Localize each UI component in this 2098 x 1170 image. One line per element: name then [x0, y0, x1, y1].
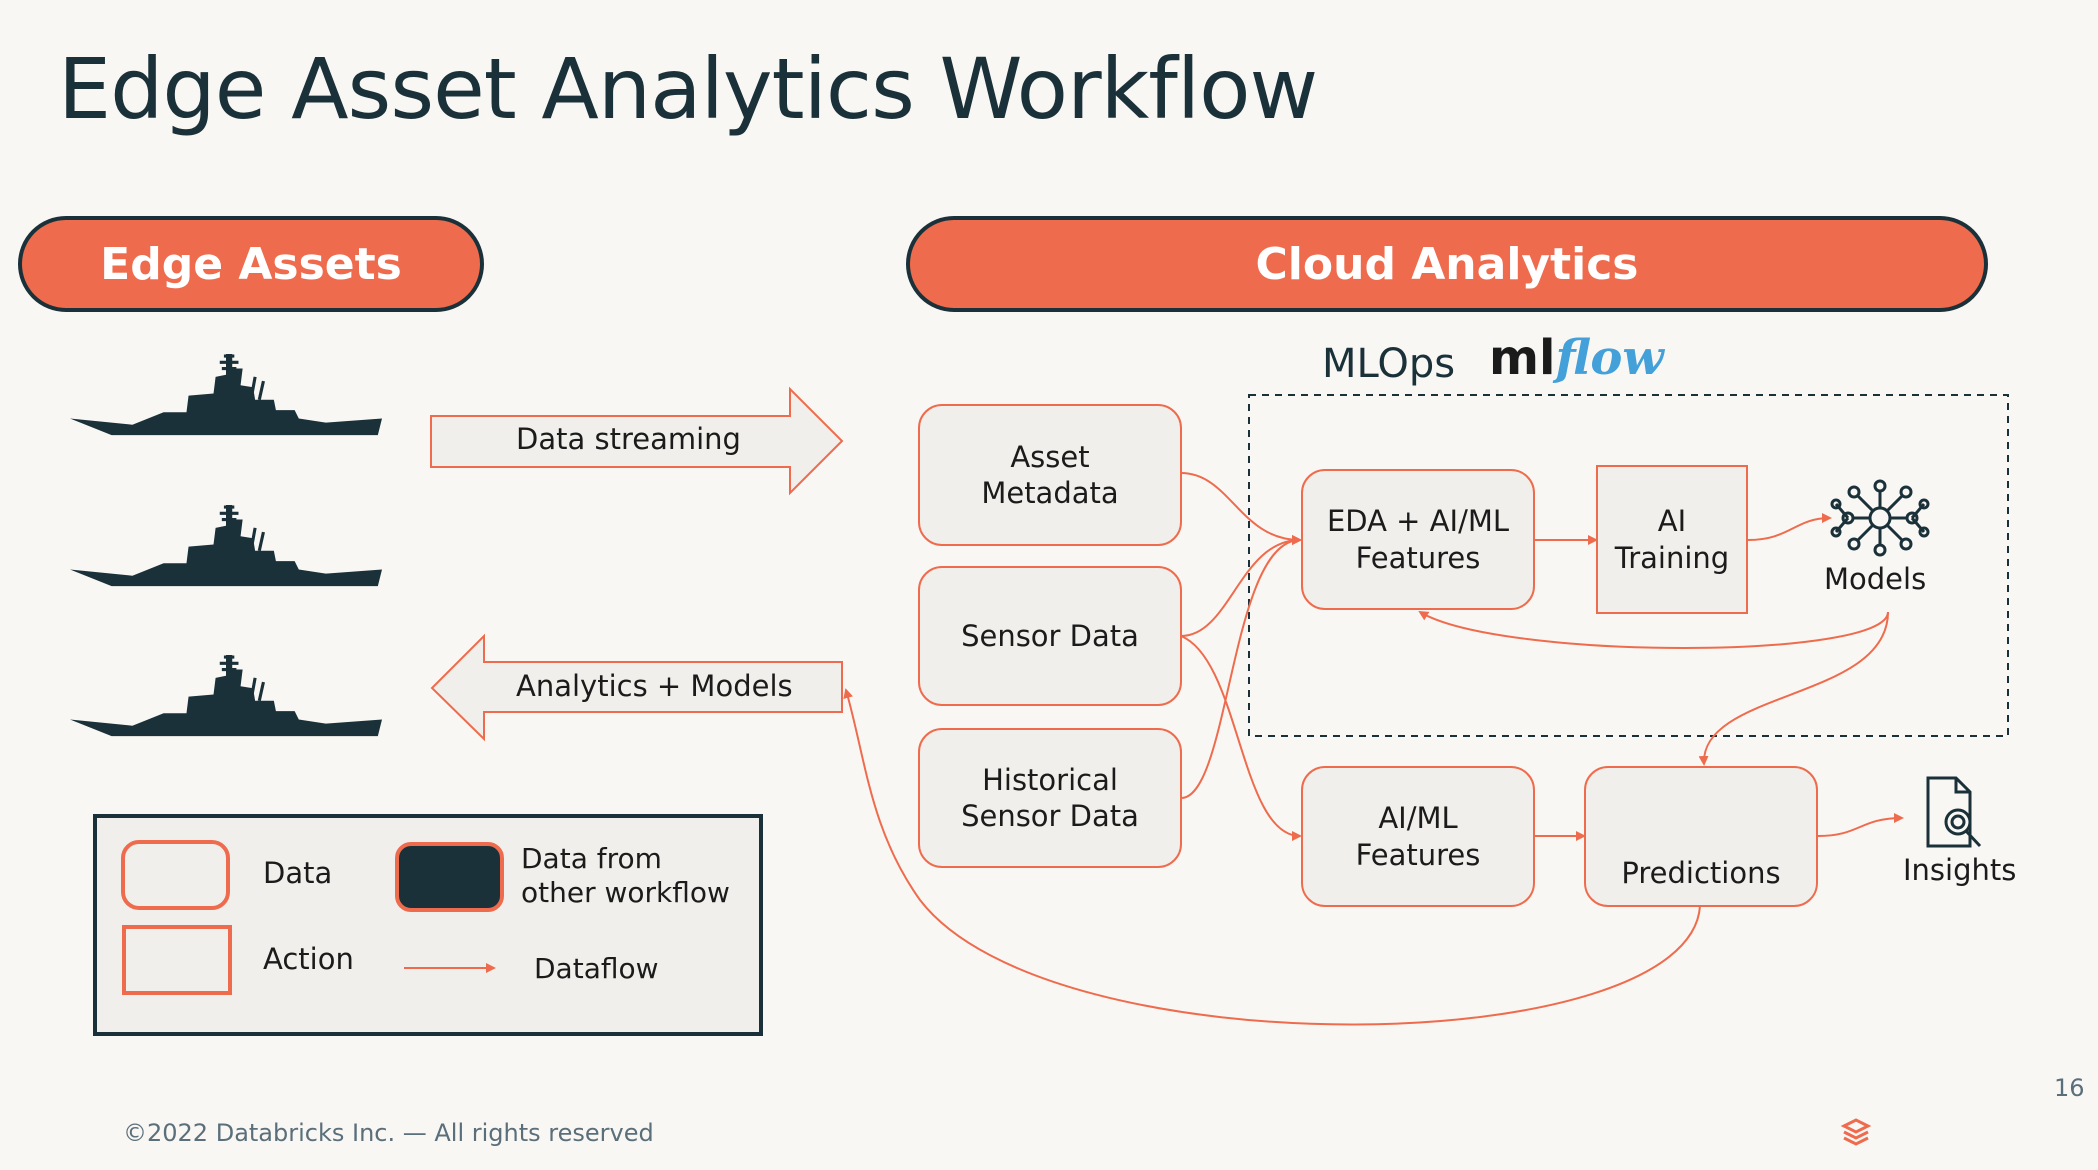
- mlflow-logo-flow: flow: [1555, 330, 1664, 386]
- flow-training-to-models: [1747, 513, 1832, 541]
- legend-dataflow-label: Dataflow: [534, 952, 659, 985]
- insights-document-icon: [1926, 776, 1982, 848]
- ship-icon-3: [68, 653, 384, 738]
- edge-assets-header: Edge Assets: [18, 216, 484, 312]
- historical-sensor-data-box: Historical Sensor Data: [918, 728, 1182, 868]
- ship-icon-2: [68, 503, 384, 588]
- predictions-box: Predictions: [1584, 766, 1818, 907]
- ship-icon-1: [68, 352, 384, 437]
- legend-action-swatch: [122, 925, 232, 995]
- models-label: Models: [1824, 562, 1927, 596]
- mlflow-logo-ml: ml: [1489, 330, 1556, 386]
- flow-metadata-to-eda: [1180, 472, 1302, 545]
- flow-historical-to-eda: [1180, 535, 1302, 799]
- ai-training-box: AI Training: [1596, 465, 1748, 614]
- asset-metadata-box: Asset Metadata: [918, 404, 1182, 546]
- analytics-models-label: Analytics + Models: [516, 669, 793, 703]
- legend-data-label: Data: [263, 856, 333, 890]
- legend-other-label: Data from other workflow: [521, 842, 730, 909]
- flow-sensor-to-eda: [1180, 535, 1302, 637]
- page-number: 16: [2054, 1074, 2085, 1102]
- flow-models-to-predictions: [1698, 611, 1889, 766]
- mlflow-logo: mlflow: [1489, 330, 1664, 386]
- cloud-analytics-header: Cloud Analytics: [906, 216, 1988, 312]
- legend-data-swatch: [121, 840, 230, 910]
- page-title: Edge Asset Analytics Workflow: [58, 40, 1318, 138]
- flow-models-to-eda: [1418, 610, 1889, 649]
- copyright-footer: ©2022 Databricks Inc. — All rights reser…: [123, 1119, 654, 1147]
- analytics-models-arrow-shape: [430, 633, 843, 742]
- data-streaming-label: Data streaming: [516, 422, 741, 456]
- sensor-data-box: Sensor Data: [918, 566, 1182, 706]
- flow-predictions-to-insights: [1817, 813, 1904, 837]
- flow-sensor-to-aiml: [1180, 635, 1302, 841]
- legend-other-swatch: [395, 842, 504, 912]
- models-icon: [1830, 479, 1930, 557]
- insights-label: Insights: [1903, 853, 2017, 887]
- flow-predictions-to-edge: [843, 688, 1701, 1026]
- data-streaming-arrow-shape: [430, 386, 844, 496]
- eda-features-box: EDA + AI/ML Features: [1301, 469, 1535, 610]
- mlops-region: [1248, 394, 2009, 737]
- legend-action-label: Action: [263, 942, 354, 976]
- databricks-logo-icon: [1840, 1118, 1872, 1146]
- aiml-features-box: AI/ML Features: [1301, 766, 1535, 907]
- mlops-label: MLOps: [1322, 341, 1456, 387]
